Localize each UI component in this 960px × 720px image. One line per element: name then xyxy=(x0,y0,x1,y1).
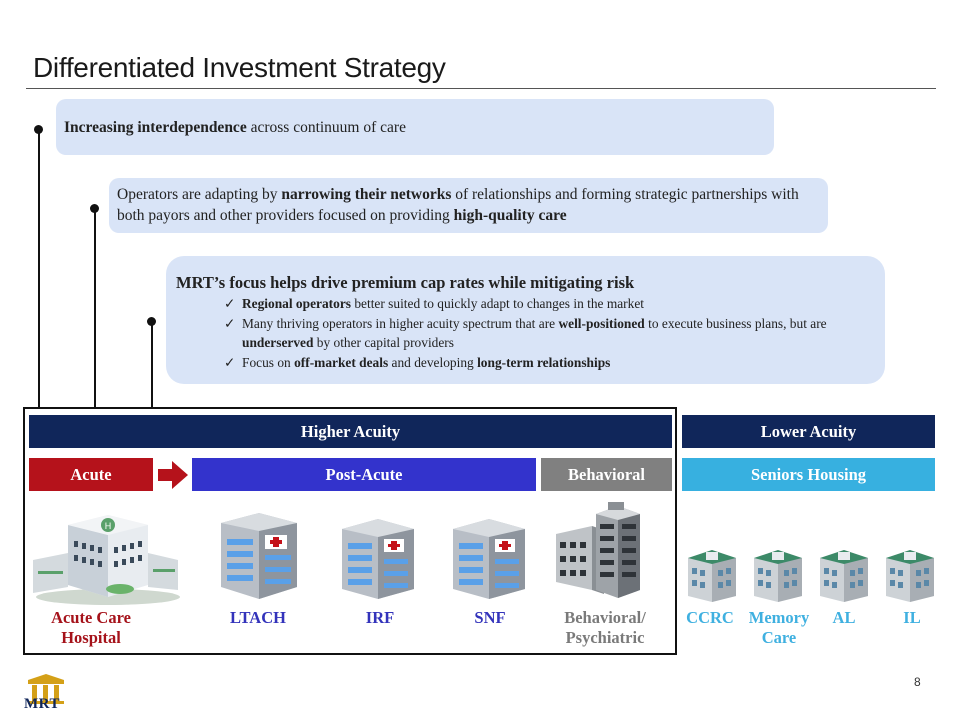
callout-1-bold: Increasing interdependence xyxy=(64,119,247,136)
seniors-housing-bar: Seniors Housing xyxy=(682,458,935,491)
bullet-dot-2 xyxy=(90,204,99,213)
mrt-logo-text: MRT xyxy=(24,696,60,712)
bullet-dot-3 xyxy=(147,317,156,326)
acute-bar: Acute xyxy=(29,458,153,491)
callout-1-text: across continuum of care xyxy=(246,119,406,136)
bullet-off-market: ✓ Focus on off-market deals and developin… xyxy=(224,353,844,373)
right-arrow-icon xyxy=(158,461,188,489)
bullet-2-bold-1: well-positioned xyxy=(558,315,645,331)
bullet-regional-operators: ✓ Regional operators better suited to qui… xyxy=(224,294,844,314)
ltach-label: LTACH xyxy=(230,608,286,627)
snf-label: SNF xyxy=(474,608,506,627)
higher-acuity-frame xyxy=(23,407,677,655)
snf-building-icon xyxy=(453,519,525,599)
bullet-1-bold: Regional operators xyxy=(242,296,351,311)
hospital-building-icon: H xyxy=(33,515,180,605)
checkmark-icon: ✓ xyxy=(224,315,236,331)
il-building-icon xyxy=(886,550,934,602)
connector-line-2 xyxy=(94,209,96,408)
al-building-icon xyxy=(820,550,868,602)
memory-care-label: Memory Care xyxy=(748,608,810,647)
il-label: IL xyxy=(903,608,921,627)
ccrc-label: CCRC xyxy=(686,608,734,627)
callout-3-heading: MRT’s focus helps drive premium cap rate… xyxy=(176,273,635,292)
page-number: 8 xyxy=(914,675,921,689)
checkmark-icon: ✓ xyxy=(224,296,236,311)
bullet-1-text: better suited to quickly adapt to change… xyxy=(350,296,645,311)
callout-interdependence: Increasing interdependence across contin… xyxy=(56,99,774,155)
connector-line-1 xyxy=(38,130,40,408)
callout-3-bullets: ✓ Regional operators better suited to qui… xyxy=(224,294,844,372)
bullet-2-text-0: Many thriving operators in higher acuity… xyxy=(242,315,559,331)
bullet-2-text-2: by other capital providers xyxy=(313,335,454,350)
bullet-dot-1 xyxy=(34,125,43,134)
callout-2-bold-1: narrowing their networks xyxy=(281,186,452,203)
callout-2-text-2: of relationships and forming strategic p… xyxy=(117,186,799,224)
mrt-logo-icon xyxy=(28,674,64,704)
ccrc-building-icon xyxy=(688,550,736,602)
behavioral-building-icon xyxy=(556,502,640,598)
behavioral-psychiatric-label: Behavioral/ Psychiatric xyxy=(564,608,646,647)
callout-operators: Operators are adapting by narrowing thei… xyxy=(109,178,828,233)
behavioral-bar: Behavioral xyxy=(541,458,672,491)
bullet-3-bold-1: off-market deals xyxy=(294,354,389,370)
checkmark-icon: ✓ xyxy=(224,354,236,370)
ltach-building-icon xyxy=(221,513,297,599)
svg-text:H: H xyxy=(105,521,112,531)
irf-label: IRF xyxy=(365,608,395,627)
al-label: AL xyxy=(832,608,856,627)
connector-line-3 xyxy=(151,322,153,408)
page-title: Differentiated Investment Strategy xyxy=(33,52,446,83)
bullet-thriving-operators: ✓ Many thriving operators in higher acuit… xyxy=(224,314,844,353)
acute-care-hospital-label: Acute Care Hospital xyxy=(51,608,131,647)
bullet-3-text-1: and developing xyxy=(388,354,478,370)
callout-2-text-1: Operators are adapting by xyxy=(117,186,282,203)
irf-building-icon xyxy=(342,519,414,599)
bullet-3-text-0: Focus on xyxy=(242,354,295,370)
callout-mrt-focus: MRT’s focus helps drive premium cap rate… xyxy=(166,256,885,384)
memory-care-building-icon xyxy=(754,550,802,602)
higher-acuity-bar: Higher Acuity xyxy=(29,415,672,448)
bullet-3-bold-2: long-term relationships xyxy=(477,354,611,370)
title-divider xyxy=(26,88,936,89)
bullet-2-text-1: to execute business plans, but are xyxy=(644,315,827,331)
callout-2-bold-2: high-quality care xyxy=(453,207,567,224)
post-acute-bar: Post-Acute xyxy=(192,458,536,491)
bullet-2-bold-2: underserved xyxy=(242,335,314,350)
lower-acuity-bar: Lower Acuity xyxy=(682,415,935,448)
